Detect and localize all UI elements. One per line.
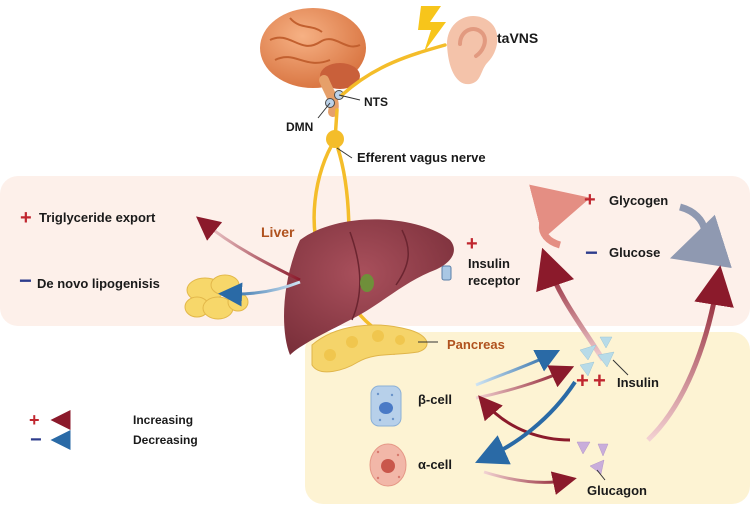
dmn-label: DMN	[286, 120, 313, 134]
minus-icon: −	[585, 240, 598, 265]
plus-icon: +	[584, 189, 596, 211]
ear-illustration	[447, 16, 498, 85]
insulin-receptor-icon	[441, 265, 452, 281]
alpha-cell-label: α-cell	[418, 457, 452, 472]
alpha-cell-illustration	[369, 443, 407, 487]
brain-illustration	[260, 8, 366, 117]
efferent-vagus-label: Efferent vagus nerve	[357, 150, 486, 165]
glycogen-label: Glycogen	[609, 193, 668, 208]
legend-increasing-label: Increasing	[133, 413, 193, 427]
nts-leader	[338, 94, 361, 101]
glucagon-label: Glucagon	[587, 483, 647, 498]
pancreas-illustration	[311, 324, 438, 373]
pancreas-label: Pancreas	[447, 337, 505, 352]
insulin-label: Insulin	[617, 375, 659, 390]
vagus-ganglion	[326, 130, 344, 148]
efferent-leader	[336, 147, 353, 159]
glucagon-molecules	[576, 441, 609, 475]
insulin-to-glycogen-arrow	[536, 247, 606, 362]
insulin-molecules	[579, 336, 615, 377]
minus-icon: −	[30, 429, 42, 451]
nts-label: NTS	[364, 95, 388, 109]
lightning-icon	[418, 6, 446, 52]
liver-label: Liver	[261, 224, 295, 240]
plus-icon: +	[466, 233, 478, 255]
beta-to-insulin-blue-arrow	[475, 349, 561, 387]
plus-icon: +	[29, 410, 40, 430]
pancreas-panel	[305, 332, 750, 504]
beta-cell-illustration	[370, 385, 402, 427]
plus-icon: +	[20, 207, 32, 229]
insulin-leader	[612, 359, 629, 376]
lipogenesis-arrow	[218, 280, 301, 307]
glucose-label: Glucose	[609, 245, 660, 260]
legend-decreasing-label: Decreasing	[133, 433, 198, 447]
triglyceride-arrow	[196, 216, 301, 282]
minus-icon: −	[19, 268, 32, 293]
cycle-arrow-down	[669, 203, 732, 269]
insulin-to-alpha-blue-arrow	[475, 380, 577, 465]
plus-icon: +	[576, 368, 589, 393]
glucagon-to-glucose-arrow	[646, 265, 734, 442]
beta-cell-label: β-cell	[418, 392, 452, 407]
tavns-label: taVNS	[497, 30, 538, 46]
insulin-receptor-label: Insulin	[468, 256, 510, 271]
triglyceride-label: Triglyceride export	[39, 210, 156, 225]
cycle-arrow-up	[529, 184, 591, 249]
alpha-to-glucagon-arrow	[483, 470, 577, 495]
lipogenesis-label: De novo lipogenisis	[37, 276, 160, 291]
plus-icon: +	[593, 368, 606, 393]
glucagon-leader	[596, 469, 606, 481]
liver-illustration	[284, 219, 454, 355]
dmn-leader	[317, 102, 331, 119]
insulin-receptor-label: receptor	[468, 273, 520, 288]
